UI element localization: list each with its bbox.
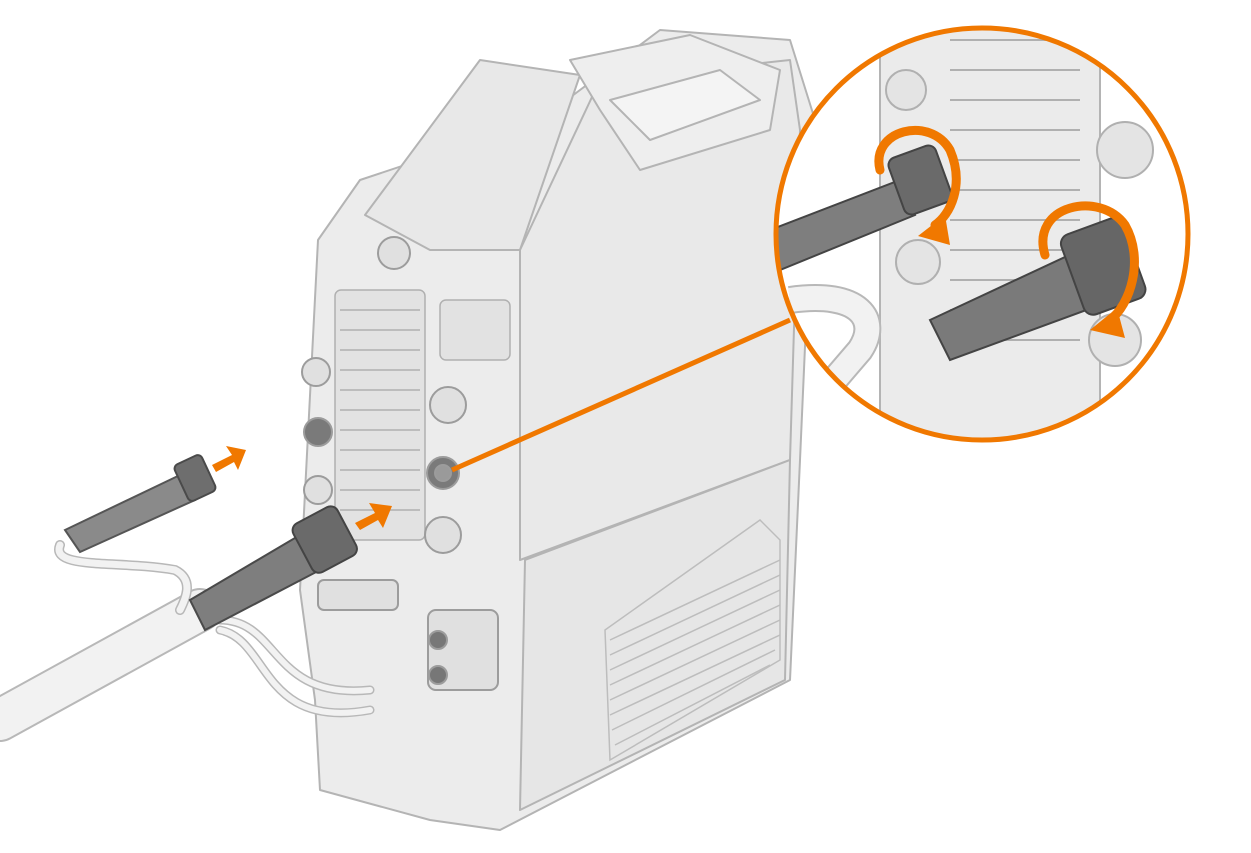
cable-plug-disconnected [63,454,217,554]
rotate-arrow-icon [874,125,1139,325]
magnifier-callout [773,25,1191,443]
front-sockets [301,236,499,691]
cable-hoses [0,540,375,742]
push-arrow-icon [212,446,392,530]
front-grille [334,289,511,541]
callout-leader-line [450,317,792,473]
side-vent-grille [604,519,781,762]
cable-plug-connecting [188,505,358,632]
